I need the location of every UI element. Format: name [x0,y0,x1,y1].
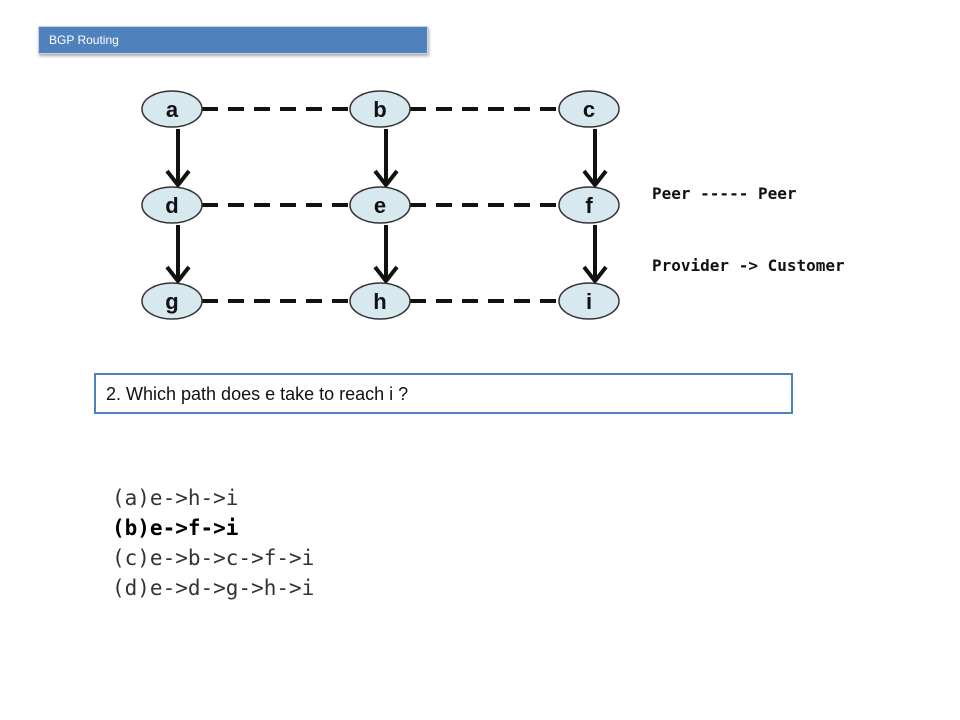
node-label-b: b [373,97,386,122]
node-label-i: i [586,289,592,314]
provider-customer-arrow-b-e [373,129,399,189]
provider-customer-arrow-a-d [165,129,191,189]
node-d: d [141,186,203,224]
answer-options: (a)e->h->i (b)e->f->i (c)e->b->c->f->i (… [112,483,314,603]
node-h: h [349,282,411,320]
slide-title: BGP Routing [49,33,119,47]
node-label-g: g [165,289,178,314]
node-b: b [349,90,411,128]
node-f: f [558,186,620,224]
node-c: c [558,90,620,128]
node-label-a: a [166,97,179,122]
question-box: 2. Which path does e take to reach i ? [94,373,793,414]
provider-customer-arrow-f-i [582,225,608,285]
node-a: a [141,90,203,128]
legend-provider-customer: Provider -> Customer [652,256,845,275]
provider-customer-arrow-c-f [582,129,608,189]
option-a: (a)e->h->i [112,486,239,510]
node-label-c: c [583,97,595,122]
legend: Peer ----- Peer Provider -> Customer [652,134,845,302]
option-c: (c)e->b->c->f->i [112,546,315,570]
node-label-e: e [374,193,386,218]
legend-peer: Peer ----- Peer [652,184,797,203]
slide-title-bar: BGP Routing [38,26,428,54]
node-e: e [349,186,411,224]
node-g: g [141,282,203,320]
provider-customer-arrow-d-g [165,225,191,285]
node-label-f: f [585,193,593,218]
option-b: (b)e->f->i [112,516,239,540]
node-label-h: h [373,289,386,314]
option-d: (d)e->d->g->h->i [112,576,315,600]
question-text: 2. Which path does e take to reach i ? [106,384,409,404]
node-i: i [558,282,620,320]
node-label-d: d [165,193,178,218]
provider-customer-arrow-e-h [373,225,399,285]
